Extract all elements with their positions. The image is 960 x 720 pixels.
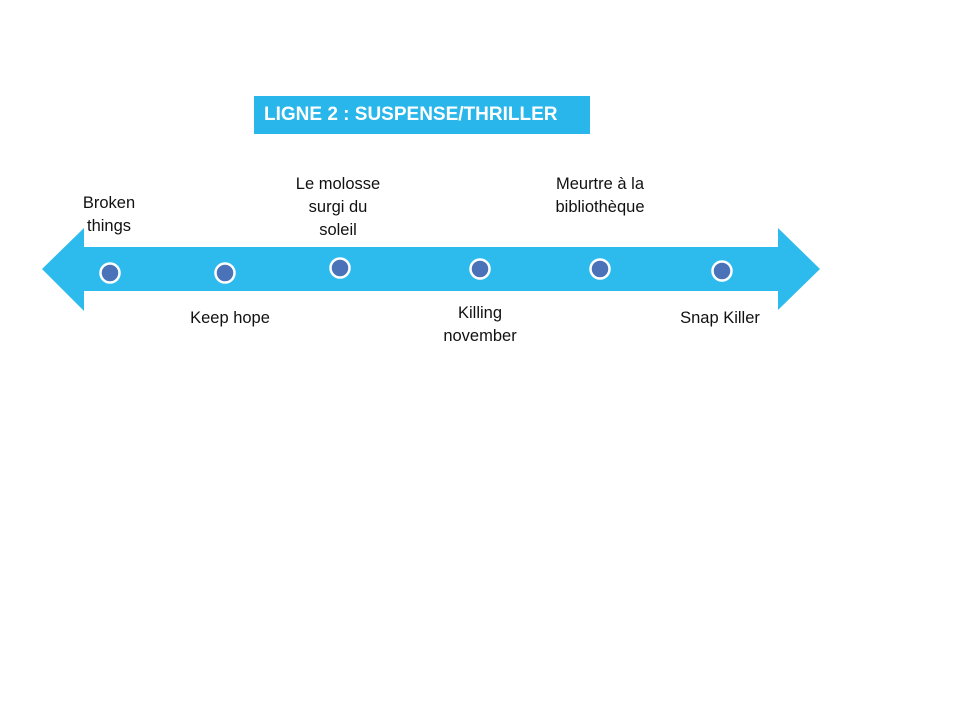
timeline-node	[214, 262, 236, 284]
timeline-label: Le molosse surgi du soleil	[295, 175, 381, 239]
timeline-node	[711, 260, 733, 282]
timeline-node	[329, 257, 351, 279]
timeline-label: Killing november	[443, 304, 517, 345]
double-arrow	[42, 228, 820, 311]
timeline-label: Meurtre à la bibliothèque	[555, 175, 645, 216]
section-title: LIGNE 2 : SUSPENSE/THRILLER	[254, 96, 590, 134]
timeline-label: Broken things	[82, 194, 136, 235]
timeline-node	[469, 258, 491, 280]
timeline-node	[589, 258, 611, 280]
timeline-label: Keep hope	[190, 309, 270, 327]
timeline-node	[99, 262, 121, 284]
timeline-label: Snap Killer	[680, 309, 760, 327]
